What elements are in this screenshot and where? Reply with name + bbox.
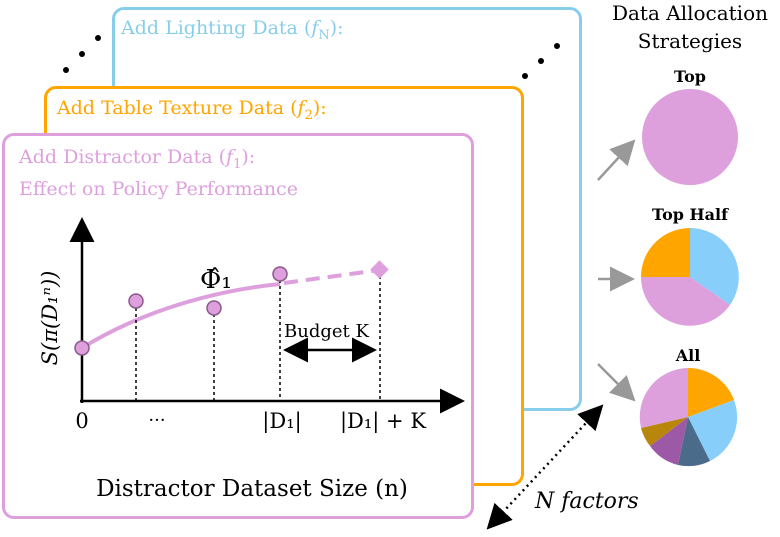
stack-dots-right xyxy=(522,43,560,79)
pie-label-top-half: Top Half xyxy=(652,205,729,224)
pie-slice-purple xyxy=(650,417,688,465)
tick-label-3: |D₁| + K xyxy=(340,409,426,434)
tick-label-0: 0 xyxy=(75,409,88,433)
panel-title-line1: Data Allocation xyxy=(612,1,768,25)
data-point xyxy=(206,300,222,316)
curve-label: Φ̂₁ xyxy=(200,265,232,295)
distractor-card-title: Add Distractor Data (f1): xyxy=(19,146,256,172)
pie-label-top: Top xyxy=(674,67,706,86)
phi-curve-solid xyxy=(80,282,281,350)
arrow-to-top-pie xyxy=(597,139,636,181)
lighting-card-title: Add Lighting Data (fN): xyxy=(121,17,344,43)
n-factors-label: N factors xyxy=(534,489,639,514)
pie-slice-blue xyxy=(688,400,738,461)
pie-label-all: All xyxy=(675,346,701,365)
tick-label-2: |D₁| xyxy=(262,409,301,434)
data-point xyxy=(272,266,288,282)
tick-label-1: ··· xyxy=(148,410,165,431)
pie-slice-blue xyxy=(690,228,739,305)
pie-slice-orange xyxy=(641,228,690,277)
budget-label: Budget K xyxy=(284,321,369,342)
distractor-card-subtitle: Effect on Policy Performance xyxy=(19,178,298,200)
pie-slice-darkblue xyxy=(678,417,710,467)
phi-curve-dashed xyxy=(283,268,381,285)
stack-dots-left xyxy=(63,35,101,73)
pie-top-slice xyxy=(642,89,738,185)
predicted-point-diamond xyxy=(370,260,389,279)
pie-slice-pink xyxy=(639,368,688,428)
pie-top-half xyxy=(641,228,739,326)
texture-card-title: Add Table Texture Data (f2): xyxy=(57,97,327,123)
pie-all xyxy=(639,368,738,467)
panel-title-line2: Strategies xyxy=(638,29,742,53)
pie-slice-orange xyxy=(688,368,734,417)
pie-slice-pink xyxy=(641,277,730,326)
data-point xyxy=(74,340,90,356)
x-axis-label: Distractor Dataset Size (n) xyxy=(96,476,408,502)
y-axis-label: S(π(D₁ⁿ)) xyxy=(38,271,62,366)
data-point xyxy=(128,293,144,309)
distractor-card: Add Distractor Data (f1): Effect on Poli… xyxy=(2,133,474,519)
pie-slice-brown xyxy=(641,417,688,446)
arrow-to-all-pie xyxy=(597,363,636,402)
